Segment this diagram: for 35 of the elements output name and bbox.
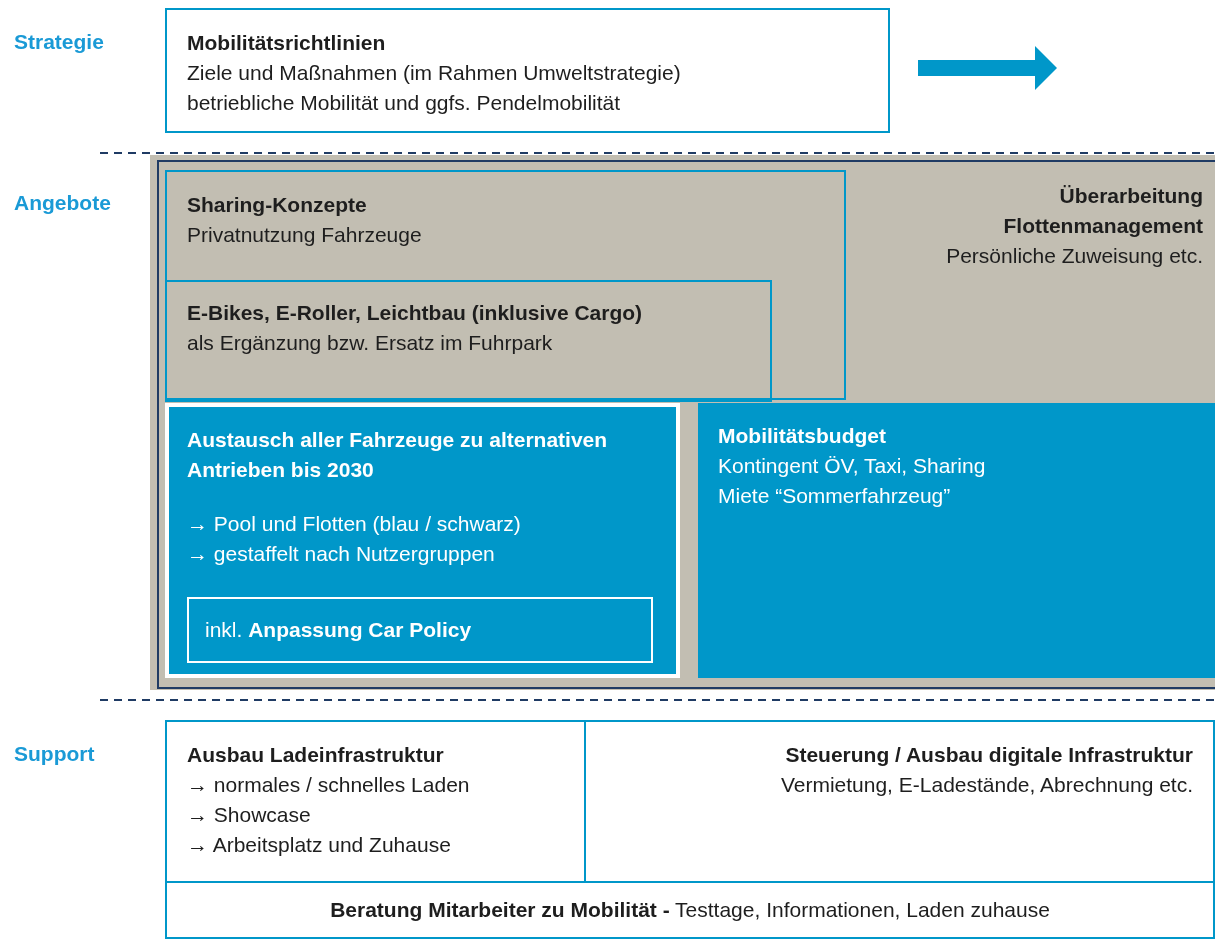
section-label: Strategie — [14, 30, 104, 54]
offer-box — [165, 170, 846, 400]
body-text: Vermietung, E-Ladestände, Abrechnung etc. — [779, 772, 1193, 798]
body-text: Miete “Sommerfahrzeug” — [718, 483, 952, 509]
heading: Austausch aller Fahrzeuge zu alternativen Antrieben bis 2030 — [187, 427, 609, 483]
body-text: betriebliche Mobilität und ggfs. Pendelmobilität — [187, 90, 622, 116]
heading: Überarbeitung Flottenmanagement — [1002, 183, 1203, 239]
body-text: Kontingent ÖV, Taxi, Sharing — [718, 453, 987, 479]
body-text: Ziele und Maßnahmen (im Rahmen Umweltstrategie) — [187, 60, 682, 86]
body-text: als Ergänzung bzw. Ersatz im Fuhrpark — [187, 330, 554, 356]
heading: Mobilitätsbudget — [718, 423, 887, 449]
heading: Sharing-Konzepte — [187, 192, 368, 218]
section-label: Angebote — [14, 191, 111, 215]
support-box — [165, 720, 586, 883]
support-box — [165, 881, 1215, 939]
heading: E-Bikes, E-Roller, Leichtbau (inklusive Cargo) — [187, 300, 644, 326]
body-text: → normales / schnelles Laden — [187, 772, 471, 798]
offer-box — [165, 280, 772, 402]
highlight-box — [165, 403, 680, 678]
body-text: inkl. Anpassung Car Policy — [205, 617, 473, 643]
body-text: Privatnutzung Fahrzeuge — [187, 222, 423, 248]
body-text: Persönliche Zuweisung etc. — [945, 243, 1203, 269]
body-text: → Showcase — [187, 802, 312, 828]
support-box — [584, 720, 1215, 883]
body-text: → Pool und Flotten (blau / schwarz) — [187, 511, 522, 537]
body-text: Beratung Mitarbeiter zu Mobilität - Testtage, Informationen, Laden zuhause — [329, 897, 1051, 923]
body-text: → gestaffelt nach Nutzergruppen — [187, 541, 496, 567]
highlight-box — [698, 403, 1215, 678]
body-text: → Arbeitsplatz und Zuhause — [187, 832, 452, 858]
note-box — [187, 597, 653, 663]
section-label: Support — [14, 742, 95, 766]
heading: Mobilitätsrichtlinien — [187, 30, 387, 56]
heading: Ausbau Ladeinfrastruktur — [187, 742, 445, 768]
strategy-box — [165, 8, 890, 133]
heading: Steuerung / Ausbau digitale Infrastruktur — [784, 742, 1193, 768]
